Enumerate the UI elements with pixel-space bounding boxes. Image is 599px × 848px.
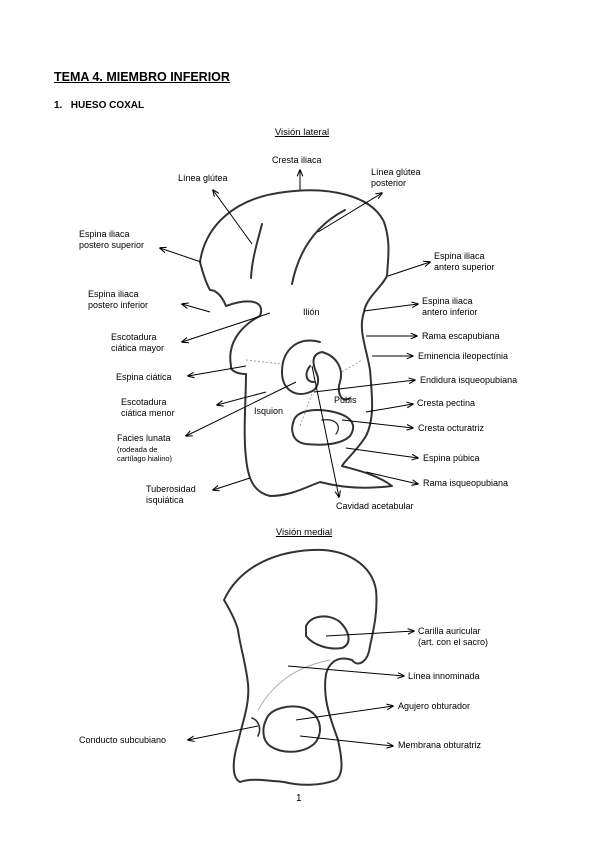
section-title: HUESO COXAL (70, 100, 145, 111)
arrow-faces-lunata (186, 381, 297, 436)
label-line: Carilla auricular (418, 626, 481, 636)
subpubic-canal (251, 717, 261, 737)
arrow-linea-glutea (213, 190, 253, 245)
label-carilla-auricular: Carilla auricular (art. con el sacro) (418, 626, 488, 647)
label-line: cartílago hialino) (117, 454, 173, 463)
medial-view-title: Visión medial (275, 527, 333, 538)
label-line: ciática menor (121, 407, 175, 418)
label-linea-innominada: Línea innominada (408, 671, 480, 681)
label-line: Línea glútea (371, 167, 421, 177)
label-espina-antero-inferior: Espina iliaca antero inferior (422, 296, 478, 317)
arrow-escotadura-mayor (182, 312, 271, 342)
label-cresta-iliaca: Cresta iliaca (272, 155, 322, 165)
obturator-groove (321, 419, 340, 435)
arrow-cresta-ocuturatriz (341, 419, 413, 428)
medial-bone-drawing (223, 548, 378, 786)
label-espina-postero-superior: Espina iliaca postero superior (79, 229, 144, 250)
arrow-cresta-pectina (365, 404, 413, 413)
lateral-leader-arrows (160, 170, 430, 497)
label-cresta-ocuturatriz: Cresta octuratriz (418, 423, 485, 433)
label-line: postero superior (79, 239, 145, 250)
lateral-view-title: Visión lateral (274, 127, 330, 138)
arrow-espina-antero-superior (387, 262, 430, 277)
section-heading: 1. HUESO COXAL (54, 100, 144, 111)
arrow-linea-innominada (287, 665, 404, 676)
label-line: Espina iliaca (88, 289, 139, 299)
label-line: Espina iliaca (422, 296, 473, 306)
page-number: 1 (296, 793, 302, 804)
arrow-linea-glutea-posterior (317, 193, 382, 233)
label-tuberosidad: Tuberosidad isquiática (146, 484, 196, 505)
label-cavidad: Cavidad acetabular (336, 501, 414, 511)
label-eminencia: Eminencia ileopectínia (418, 351, 509, 361)
label-espina-antero-superior: Espina iliaca antero superior (434, 251, 495, 272)
arrow-tuberosidad (213, 477, 251, 490)
auricular-surface (305, 615, 350, 650)
label-line: Espina iliaca (79, 229, 130, 239)
section-number: 1. (54, 100, 63, 111)
label-ilion: Ilión (303, 307, 320, 317)
label-espina-ciatica: Espina ciática (116, 372, 172, 382)
label-endidura: Endidura isqueopubiana (420, 375, 518, 385)
arrow-rama-isqueopubiana (365, 471, 418, 484)
label-conducto-subcubiano: Conducto subcubiano (79, 735, 167, 745)
lateral-sutures (245, 359, 363, 427)
label-line: antero inferior (422, 306, 478, 317)
arrow-espina-postero-inferior (182, 304, 211, 313)
label-line: isquiática (146, 494, 184, 505)
label-escotadura-menor: Escotadura ciática menor (121, 397, 175, 418)
label-line: Espina iliaca (434, 251, 485, 261)
label-line: Tuberosidad (146, 484, 196, 494)
label-espina-pubica: Espina púbica (423, 453, 480, 463)
label-pubis: Pubis (334, 395, 357, 405)
label-faces-note: (rodeada de cartílago hialino) (117, 445, 172, 463)
medial-leader-arrows (188, 631, 414, 746)
arrow-escotadura-menor (217, 391, 267, 405)
label-line: posterior (371, 177, 407, 188)
label-escotadura-mayor: Escotadura ciática mayor (111, 332, 164, 353)
innominate-line (257, 659, 331, 711)
arrow-cavidad (311, 365, 339, 497)
arrow-carilla (325, 631, 414, 637)
gluteal-line (250, 223, 263, 279)
label-line: antero superior (434, 261, 495, 272)
arrow-espina-postero-superior (160, 248, 202, 263)
arrow-espina-antero-inferior (363, 304, 418, 312)
label-agujero-obturador: Agujero obturador (398, 701, 471, 711)
label-cresta-pectina: Cresta pectina (417, 398, 476, 408)
label-isquion: Isquion (254, 406, 284, 416)
medial-bone-outline (223, 548, 378, 786)
label-linea-glutea-posterior: Línea glútea posterior (371, 167, 421, 188)
label-line: Escotadura (111, 332, 157, 342)
label-line: Escotadura (121, 397, 167, 407)
label-line: postero inferior (88, 299, 149, 310)
arrow-conducto (188, 725, 259, 740)
label-espina-postero-inferior: Espina iliaca postero inferior (88, 289, 148, 310)
label-membrana-obturatriz: Membrana obturatriz (398, 740, 482, 750)
arrow-agujero (295, 706, 393, 721)
arrow-endidura (313, 380, 415, 393)
label-rama-escapubiana: Rama escapubiana (422, 331, 500, 341)
arrow-espina-pubica (345, 447, 418, 458)
label-line: (art. con el sacro) (418, 636, 489, 647)
label-line: ciática mayor (111, 342, 165, 353)
arrow-espina-ciatica (188, 365, 247, 376)
label-rama-isqueopubiana: Rama isqueopubiana (423, 478, 509, 488)
document-title: TEMA 4. MIEMBRO INFERIOR (54, 70, 230, 84)
label-line: (rodeada de (117, 445, 158, 454)
obturator-foramen (291, 409, 355, 446)
arrow-membrana (299, 735, 393, 746)
acetabulum-inner (305, 365, 315, 383)
obturator-foramen-medial (262, 705, 321, 753)
posterior-gluteal-line (291, 209, 346, 285)
acetabulum-rim (281, 339, 351, 401)
label-faces-lunata: Facies lunata (117, 433, 171, 443)
label-linea-glutea: Línea glútea (178, 173, 228, 183)
